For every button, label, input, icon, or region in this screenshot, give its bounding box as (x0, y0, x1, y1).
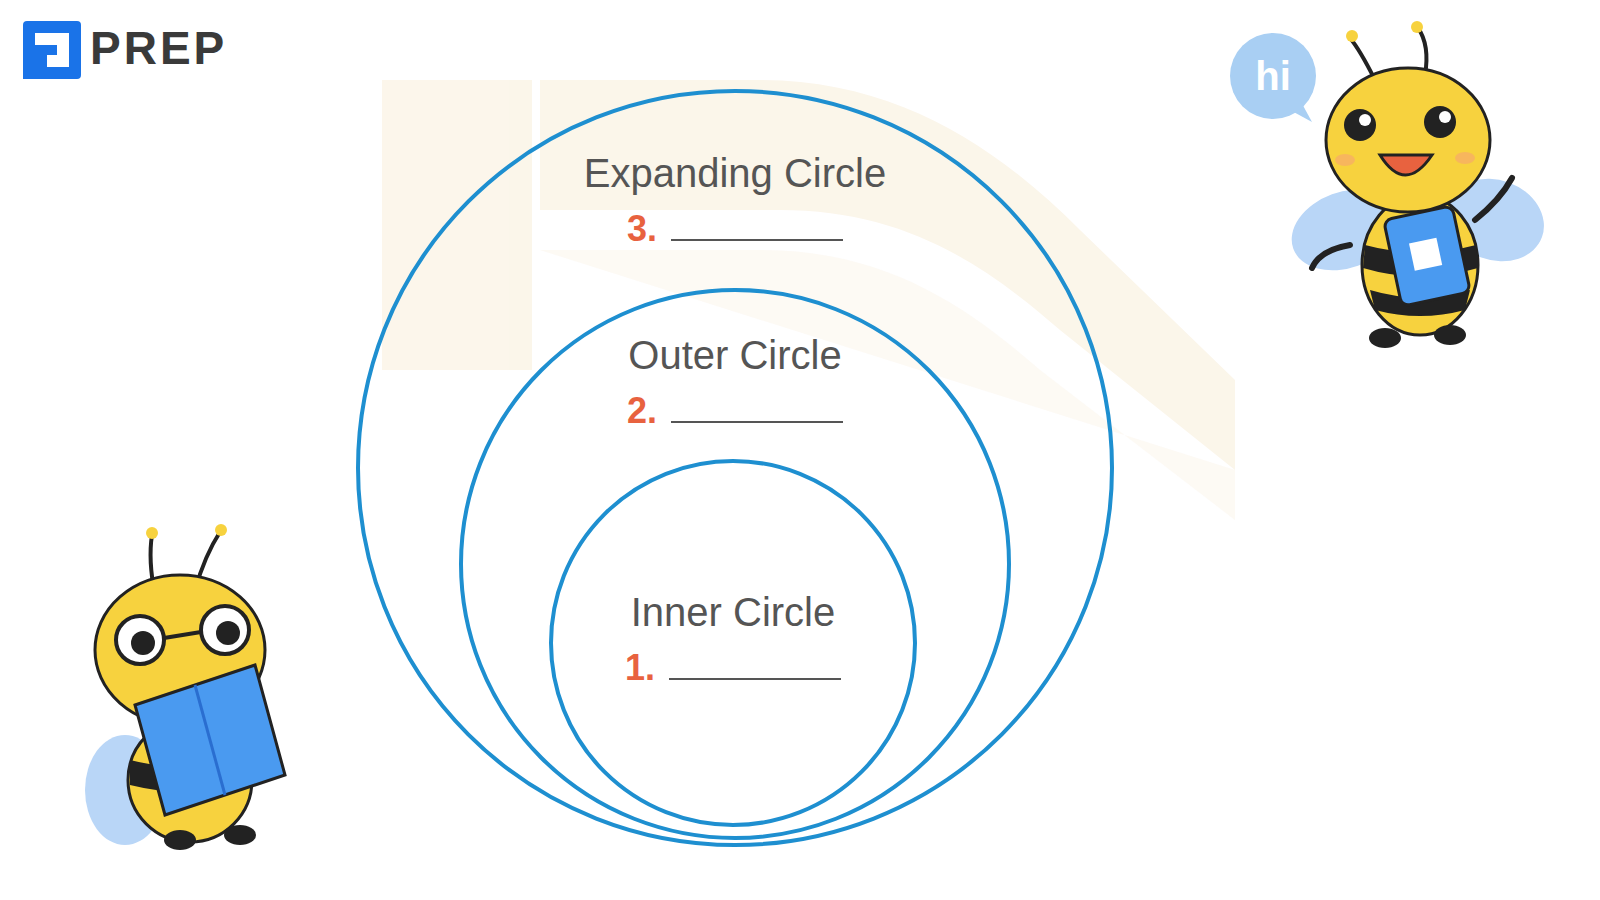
answer-blank (671, 239, 843, 241)
outer-circle: Outer Circle 2. Inner Circle 1. (459, 288, 1011, 840)
circle-content: Outer Circle 2. (459, 331, 1011, 433)
logo-icon (23, 21, 81, 79)
answer-row: 1. (549, 646, 917, 690)
callout-number: 3. (627, 207, 657, 251)
circle-name: Expanding Circle (356, 149, 1114, 197)
circle-outline (356, 89, 1114, 847)
greeting-text: hi (1255, 52, 1291, 100)
answer-blank (671, 421, 843, 423)
inner-circle: Inner Circle 1. (549, 459, 917, 827)
circle-outline (549, 459, 917, 827)
expanding-circle: Expanding Circle 3. Outer Circle 2. Inner Ci… (356, 89, 1114, 847)
circle-name: Inner Circle (549, 588, 917, 636)
callout-number: 2. (627, 389, 657, 433)
circle-content: Inner Circle 1. (549, 588, 917, 690)
answer-row: 2. (459, 389, 1011, 433)
brand-logo-text: PREP (90, 20, 227, 76)
speech-bubble (1230, 33, 1316, 122)
callout-number: 1. (625, 646, 655, 690)
bee-waving (1280, 21, 1555, 348)
answer-blank (669, 678, 841, 680)
circle-name: Outer Circle (459, 331, 1011, 379)
circle-content: Expanding Circle 3. (356, 149, 1114, 251)
bee-reading (85, 524, 285, 850)
answer-row: 3. (356, 207, 1114, 251)
